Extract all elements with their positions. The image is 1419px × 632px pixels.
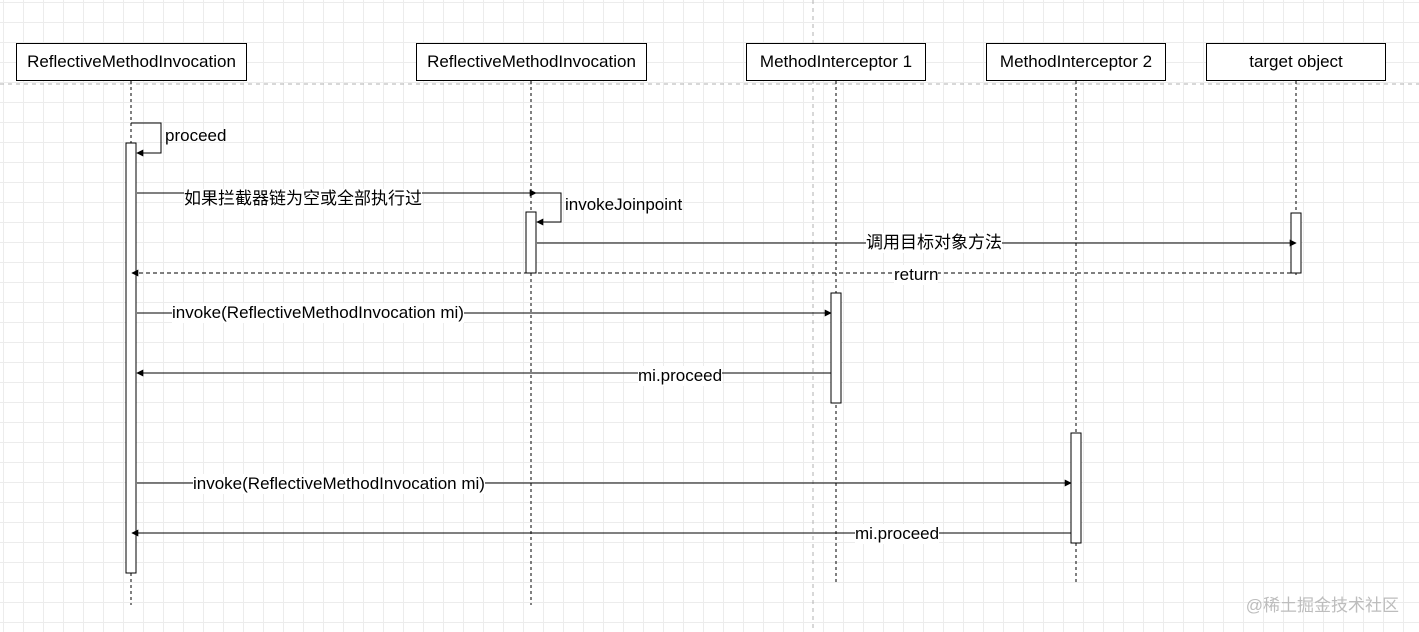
message-return-label: return: [894, 265, 939, 285]
message-call-target-label: 调用目标对象方法: [866, 233, 1002, 253]
message-invoke-1-label: invoke(ReflectiveMethodInvocation mi): [172, 303, 464, 323]
participant-reflective-method-invocation-2[interactable]: ReflectiveMethodInvocation: [416, 43, 647, 81]
message-proceed-arrow: [131, 122, 162, 157]
participant-reflective-method-invocation-1[interactable]: ReflectiveMethodInvocation: [16, 43, 247, 81]
message-invoke-joinpoint-arrow: [531, 192, 562, 226]
watermark: @稀土掘金技术社区: [1245, 596, 1399, 615]
activation-bar-2: [525, 211, 537, 274]
activation-bar-interceptor-1: [830, 292, 842, 404]
participant-target-object[interactable]: target object: [1206, 43, 1386, 81]
message-chain-empty-label: 如果拦截器链为空或全部执行过: [184, 189, 422, 209]
activation-bar-interceptor-2: [1070, 432, 1082, 544]
message-invoke-joinpoint-label: invokeJoinpoint: [565, 195, 683, 214]
activation-bar-1: [125, 142, 137, 574]
message-proceed-label: proceed: [165, 126, 227, 145]
message-mi-proceed-2-label: mi.proceed: [855, 524, 940, 544]
message-invoke-2-label: invoke(ReflectiveMethodInvocation mi): [193, 474, 485, 494]
participant-method-interceptor-2[interactable]: MethodInterceptor 2: [986, 43, 1166, 81]
message-mi-proceed-1-label: mi.proceed: [638, 366, 723, 386]
participant-method-interceptor-1[interactable]: MethodInterceptor 1: [746, 43, 926, 81]
